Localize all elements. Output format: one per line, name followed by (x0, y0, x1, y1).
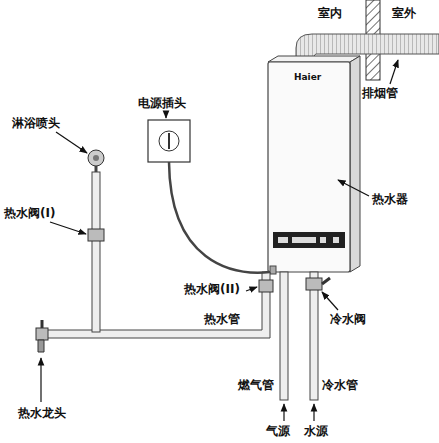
hot-faucet (36, 320, 48, 352)
callout-label: 热水龙头 (18, 406, 66, 420)
callout-label: 热水器 (372, 192, 408, 206)
shower-head (88, 150, 104, 172)
callout-label: 热水管 (204, 312, 240, 326)
power-cord (169, 162, 270, 273)
leader-lines (41, 60, 398, 421)
callout-label: 气源 (266, 424, 290, 438)
callout-label: 热水阀(II) (184, 282, 240, 296)
callout-label: 水源 (304, 424, 328, 438)
callout-label: 冷水阀 (330, 312, 366, 326)
callout-label: 淋浴喷头 (12, 116, 60, 130)
callout-label: 室内 (318, 6, 342, 20)
hot-valve-2 (259, 280, 273, 292)
water-heater (268, 56, 360, 274)
gas-pipe (280, 272, 288, 400)
cold-pipe (310, 272, 318, 400)
callout-label: 热水阀(I) (4, 206, 55, 220)
callout-label: 燃气管 (238, 378, 274, 392)
shower-pipe (92, 172, 100, 332)
callout-label: 室外 (392, 6, 416, 20)
power-socket (148, 120, 190, 162)
callout-label: 电源插头 (138, 96, 186, 110)
hot-valve-1 (88, 229, 104, 241)
exhaust-pipe (296, 34, 439, 58)
callout-label: 冷水管 (322, 378, 358, 392)
callout-label: Haier (294, 70, 321, 84)
hot-pipe (45, 272, 270, 338)
callout-label: 排烟管 (362, 86, 398, 100)
cold-valve (306, 278, 330, 290)
